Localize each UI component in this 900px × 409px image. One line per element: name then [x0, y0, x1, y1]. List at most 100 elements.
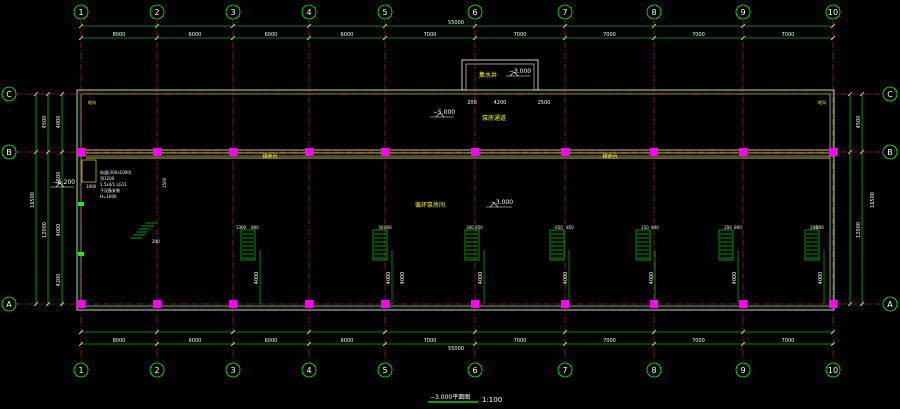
grid-label-C: C: [887, 90, 893, 99]
stair-dim-label: 1500: [162, 177, 167, 188]
grid-bubble-C-right: C: [882, 86, 898, 102]
grid-label-8: 8: [651, 8, 656, 17]
corner-right-label: 地沟: [818, 99, 826, 105]
drawing-title: −3.000平面图 1:100: [428, 394, 502, 404]
left-wall-markers: [78, 202, 84, 256]
column-6B: [471, 148, 479, 156]
grid-label-2: 2: [154, 366, 159, 375]
column-2A: [153, 300, 161, 308]
equip-dim-8: 850: [566, 225, 574, 230]
right-total-dim: 16500: [870, 192, 876, 208]
stair-unit-5: 4000: [635, 229, 656, 304]
stair-unit-6: 4000: [718, 229, 739, 304]
bottom-span-dim-2: 6000: [189, 338, 202, 344]
beam-label-2: 梯走台: [602, 153, 617, 160]
grid-label-6: 6: [472, 8, 477, 17]
level-markers: [50, 71, 530, 208]
grid-bubble-9-top: 9: [735, 4, 751, 20]
grid-bubble-7-bottom: 7: [557, 362, 573, 378]
top-span-dim-1: 8000: [113, 32, 126, 38]
dimension-text: 55000 55000: [448, 20, 464, 352]
equip-dim-10: 800: [651, 225, 659, 230]
grid-bubble-5-bottom: 5: [377, 362, 393, 378]
equip-dim-13: 200: [810, 225, 818, 230]
stair-vertical-dim-1: 4000: [254, 272, 260, 285]
grid-bubble-2-top: 2: [149, 4, 165, 20]
stair-unit-left: [130, 222, 157, 239]
grid-label-9: 9: [740, 366, 745, 375]
grid-label-2: 2: [154, 8, 159, 17]
grid-label-4: 4: [306, 8, 311, 17]
stair-unit-2: 4000: [372, 229, 393, 304]
bottom-span-dim-6: 7000: [514, 338, 527, 344]
grid-bubble-A-right: A: [882, 296, 898, 312]
bottom-span-dim-5: 7000: [424, 338, 437, 344]
pit-dims: 200 4200 2500: [467, 100, 550, 106]
top-span-dim-4: 6000: [341, 32, 354, 38]
stair-vertical-dim-4: 4000: [563, 272, 569, 285]
top-span-dim-7: 7000: [603, 32, 616, 38]
stair-unit-7: 4000: [804, 229, 825, 304]
grid-label-6: 6: [472, 366, 477, 375]
grid-label-5: 5: [382, 366, 387, 375]
bottom-total-dim: 55000: [448, 346, 464, 352]
grid-label-7: 7: [562, 8, 567, 17]
grid-bubble-1-bottom: 1: [73, 362, 89, 378]
bottom-span-dim-1: 8000: [113, 338, 126, 344]
top-span-dim-9: 7000: [782, 32, 795, 38]
grid-label-10: 10: [828, 366, 838, 375]
top-total-dim: 55000: [448, 20, 464, 26]
left-sub-1: 4500: [56, 172, 62, 185]
sump-pit: [461, 59, 539, 91]
equip-note-3: 1.5x4/1 LG11: [100, 182, 127, 187]
column-1B: [77, 148, 85, 156]
grid-label-B: B: [6, 148, 12, 157]
column-5B: [381, 148, 389, 156]
pit-dim-2: 4200: [494, 100, 507, 106]
top-span-dim-8: 7000: [692, 32, 705, 38]
left-dims: 16500 4500 12000 4500 4000 4200 4000: [30, 116, 62, 287]
grid-bubble-10-top: 10: [825, 4, 841, 20]
grid-label-B: B: [887, 148, 893, 157]
grid-label-A: A: [6, 300, 12, 309]
equip-dim-6: 850: [475, 225, 483, 230]
main-room-level: −3.000: [491, 199, 513, 206]
stair-vertical-dim-7: 4000: [818, 272, 824, 285]
grid-bubble-2-bottom: 2: [149, 362, 165, 378]
grid-label-9: 9: [740, 8, 745, 17]
small-label-1: 1000: [86, 184, 97, 189]
top-room-level: −5.000: [433, 109, 455, 116]
grid-bubble-8-top: 8: [646, 4, 662, 20]
cb-gap-dim: 4000: [56, 116, 62, 129]
equip-dim-14: 800: [816, 225, 824, 230]
grid-bubble-3-top: 3: [225, 4, 241, 20]
structural-columns: [77, 148, 837, 308]
bottom-span-dim-9: 7000: [782, 338, 795, 344]
stair-unit-3: 4000: [464, 229, 485, 304]
equip-dim-3: 50: [378, 225, 384, 230]
column-10B: [829, 148, 837, 156]
grid-bubble-A-left: A: [1, 296, 17, 312]
grid-label-8: 8: [651, 366, 656, 375]
grid-label-5: 5: [382, 8, 387, 17]
equip-dim-7: 650: [555, 225, 563, 230]
dimension-lines: [35, 25, 863, 345]
grid-bubble-10-bottom: 10: [825, 362, 841, 378]
grid-label-3: 3: [230, 366, 235, 375]
corner-left-label: 地沟: [88, 99, 96, 105]
stair-vertical-dim-2: 4000: [386, 272, 392, 285]
bottom-span-dim-8: 7000: [692, 338, 705, 344]
left-sub-3: 4200: [56, 274, 62, 287]
top-span-dim-2: 6000: [189, 32, 202, 38]
column-2B: [153, 148, 161, 156]
grid-bubble-B-right: B: [882, 144, 898, 160]
stair-vertical-dim-3: 4000: [478, 272, 484, 285]
equip-note-2: 顶1200: [100, 176, 115, 181]
column-1A: [77, 300, 85, 308]
grid-label-1: 1: [78, 366, 83, 375]
grid-bubble-4-top: 4: [301, 4, 317, 20]
pit-name: 集水井: [479, 71, 497, 79]
